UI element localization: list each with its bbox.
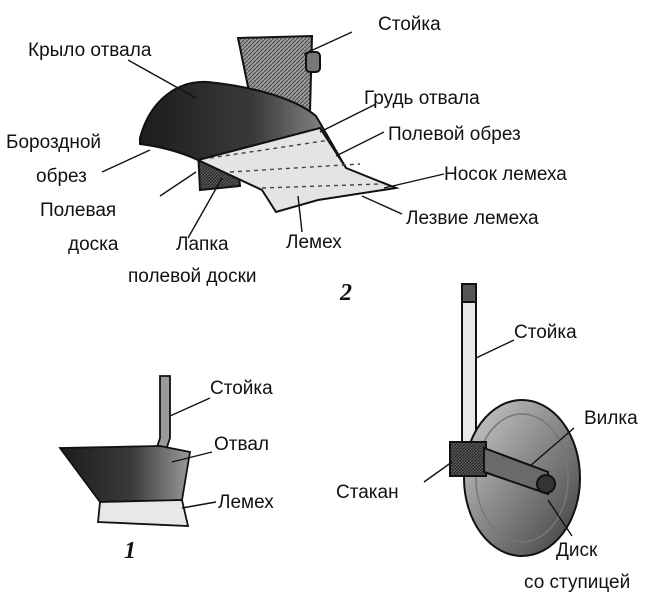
fig1-standard-shape: [152, 375, 171, 457]
fig1-share-shape: [97, 499, 190, 527]
label-fig2-polevoy-obrez: Полевой обрез: [388, 124, 521, 145]
label-fig2-polevaya-line1: Полевая: [40, 200, 117, 221]
fig2-leader-lines: [101, 31, 445, 239]
label-fig2-lezvie-lemekha: Лезвие лемеха: [406, 208, 539, 229]
label-fig3-vilka: Вилка: [584, 408, 638, 429]
fig3-hub-shape: [536, 474, 556, 494]
fig1-moldboard-shape: [58, 445, 192, 503]
label-fig1-otval: Отвал: [214, 434, 270, 455]
label-fig2-lapka-line2: полевой доски: [128, 266, 257, 287]
fig3-standard-top: [461, 283, 477, 303]
label-fig2-nosok-lemekha: Носок лемеха: [444, 164, 567, 185]
label-fig2-krylo-otvala: Крыло отвала: [28, 40, 152, 61]
figure-1-number: 1: [124, 538, 136, 564]
fig2-standard-bolt: [305, 51, 321, 73]
figure-2-number: 2: [340, 280, 352, 306]
fig3-sleeve-shape: [449, 441, 487, 477]
fig3-fork-shape: [483, 446, 549, 496]
label-fig2-borozdnoy-line2: обрез: [36, 166, 87, 187]
fig3-leader-lines: [423, 339, 575, 537]
fig1-leader-lines: [169, 397, 217, 509]
label-fig2-lemekh: Лемех: [286, 232, 342, 253]
label-fig1-lemekh: Лемех: [218, 492, 274, 513]
figure-1-plough-body: [58, 375, 217, 527]
label-fig2-borozdnoy-line1: Бороздной: [6, 132, 102, 153]
label-fig2-grud-otvala: Грудь отвала: [364, 88, 480, 109]
figure-2-plough-body: [101, 31, 445, 239]
fig3-disk-rim: [475, 413, 569, 543]
label-fig3-stoika: Стойка: [514, 322, 577, 343]
label-fig3-disk-line2: со ступицей: [524, 572, 631, 593]
figure-3-disc-coulter: [423, 283, 581, 557]
label-fig3-stakan: Стакан: [336, 482, 399, 503]
fig2-share-shape: [195, 126, 400, 214]
label-fig1-stoika: Стойка: [210, 378, 273, 399]
label-fig2-lapka-line1: Лапка: [176, 234, 229, 255]
label-fig2-polevaya-line2: доска: [68, 234, 119, 255]
fig2-share-dashes: [209, 139, 381, 189]
fig3-standard-shape: [461, 287, 477, 451]
label-fig2-stoika: Стойка: [378, 14, 441, 35]
label-fig3-disk-line1: Диск: [556, 540, 598, 561]
